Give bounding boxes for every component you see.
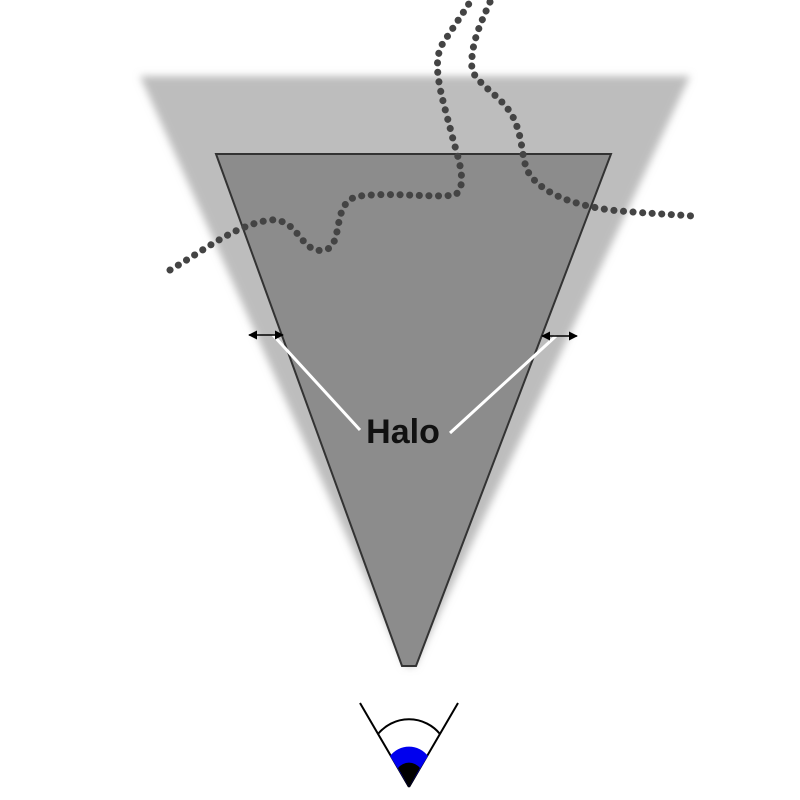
inner-frustum: [214, 153, 613, 667]
dotted-curve-left: [166, 0, 474, 274]
leader-line-right: [448, 334, 558, 435]
eye-icon: [359, 702, 459, 788]
leader-line-left: [271, 333, 362, 432]
halo-label: Halo: [366, 413, 440, 451]
dotted-curve-right: [468, 0, 697, 220]
